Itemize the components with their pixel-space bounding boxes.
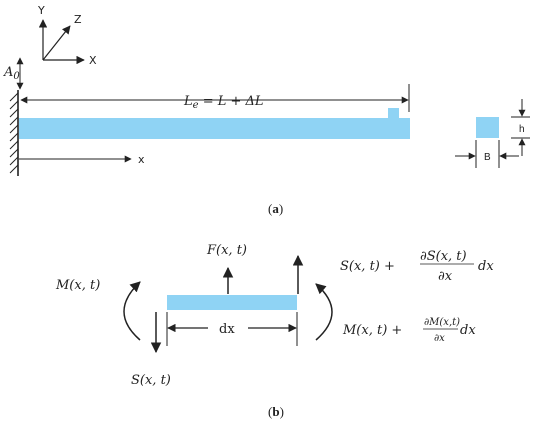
svg-text:∂S(x, t): ∂S(x, t) (420, 249, 467, 264)
dx-dimension: dx (166, 312, 298, 346)
amplitude-label: A0 (3, 65, 20, 82)
height-label: h (519, 124, 525, 135)
tip-mass (388, 108, 399, 118)
x-axis-label-3d: X (89, 54, 97, 67)
width-label: B (484, 152, 491, 163)
fixed-support (9, 90, 19, 176)
panel-b: F(x, t) S(x, t) + ∂S(x, t) ∂x dx M(x, t)… (55, 243, 494, 419)
y-axis-label: Y (37, 4, 45, 17)
shear-right-label: S(x, t) + ∂S(x, t) ∂x dx (340, 249, 494, 284)
svg-text:S(x, t) +: S(x, t) + (340, 259, 395, 274)
cross-section-square (476, 117, 499, 138)
z-axis-arrow (42, 25, 71, 61)
beam (19, 118, 410, 139)
coordinate-axes: Y Z X (37, 4, 97, 67)
dx-label: dx (219, 322, 235, 337)
svg-text:dx: dx (460, 323, 476, 338)
svg-text:∂x: ∂x (434, 333, 445, 344)
svg-text:M(x, t) +: M(x, t) + (342, 323, 402, 338)
panel-a: Y Z X A0 (3, 4, 530, 216)
length-label: Le = L + ΔL (183, 94, 264, 111)
shear-left-label: S(x, t) (131, 373, 171, 388)
z-axis-label: Z (74, 13, 82, 26)
moment-left-label: M(x, t) (55, 278, 100, 293)
beam-x-axis-label: x (138, 153, 145, 166)
svg-text:∂x: ∂x (438, 269, 453, 284)
caption-b: (b) (268, 404, 284, 419)
moment-right-label: M(x, t) + ∂M(x,t) ∂x dx (342, 317, 476, 344)
moment-right-arrow (315, 283, 333, 341)
force-label: F(x, t) (206, 243, 247, 258)
amplitude-dimension: A0 (3, 57, 24, 90)
beam-element (167, 295, 297, 310)
length-dimension: Le = L + ΔL (20, 84, 410, 112)
caption-a: (a) (268, 201, 283, 216)
moment-left-arrow (123, 281, 141, 341)
cross-section: h B (455, 99, 530, 168)
svg-text:dx: dx (478, 259, 494, 274)
svg-text:∂M(x,t): ∂M(x,t) (424, 317, 460, 328)
